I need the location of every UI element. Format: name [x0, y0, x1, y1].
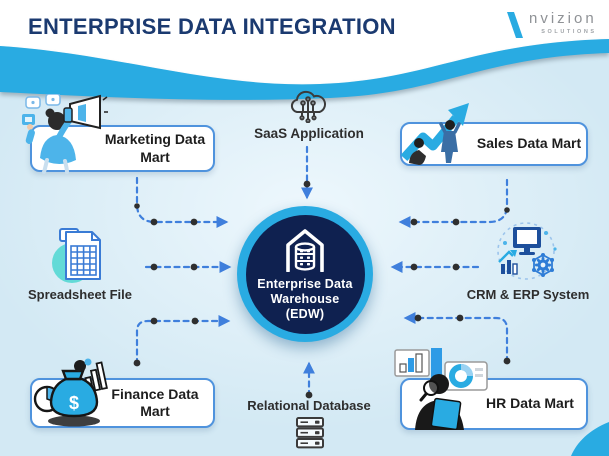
cloud-circuit-icon — [290, 90, 326, 123]
connector-crm-to-edw — [390, 260, 480, 274]
header-wave — [0, 0, 609, 100]
marketing-data-mart-label: Marketing Data Mart — [104, 131, 206, 165]
logo-name: nvizion — [529, 10, 597, 27]
growth-arrow-team-illustration — [400, 103, 469, 165]
spreadsheet-file-icon — [52, 228, 101, 283]
monitor-gear-chart-icon — [497, 222, 557, 280]
connector-sales-to-edw — [398, 178, 510, 229]
logo: nvizion SOLUTIONS — [505, 10, 597, 41]
page-title: ENTERPRISE DATA INTEGRATION — [28, 14, 396, 39]
corner-wave-accent — [571, 422, 609, 456]
connector-spreadsheet-to-edw — [144, 260, 232, 274]
nvizion-n-icon — [507, 12, 523, 38]
saas-application-label: SaaS Application — [254, 126, 364, 141]
crm-erp-system-label: CRM & ERP System — [466, 287, 590, 302]
connector-hr-to-edw — [403, 311, 511, 365]
connector-saas-to-edw — [300, 145, 314, 200]
relational-database-label: Relational Database — [247, 398, 371, 413]
logo-subtitle: SOLUTIONS — [541, 28, 597, 35]
money-bag-illustration: $ — [33, 358, 108, 427]
server-stack-icon — [296, 417, 324, 449]
svg-text:$: $ — [69, 393, 79, 413]
connector-marketing-to-edw — [134, 176, 229, 229]
analyst-clipboard-illustration — [394, 348, 488, 430]
warehouse-database-icon — [286, 229, 324, 272]
spreadsheet-file-label: Spreadsheet File — [27, 287, 133, 302]
connector-database-to-edw — [302, 361, 316, 399]
sales-data-mart-label: Sales Data Mart — [476, 135, 582, 152]
hr-data-mart-label: HR Data Mart — [486, 395, 574, 412]
edw-label-line2: Warehouse — [270, 292, 340, 306]
finance-data-mart-label: Finance Data Mart — [111, 385, 199, 420]
edw-label-line1: Enterprise Data — [257, 277, 353, 291]
megaphone-announcer-illustration — [22, 94, 108, 174]
connector-finance-to-edw — [133, 314, 231, 367]
edw-center-node: Enterprise Data Warehouse (EDW) — [237, 206, 373, 342]
edw-label-line3: (EDW) — [285, 307, 325, 321]
